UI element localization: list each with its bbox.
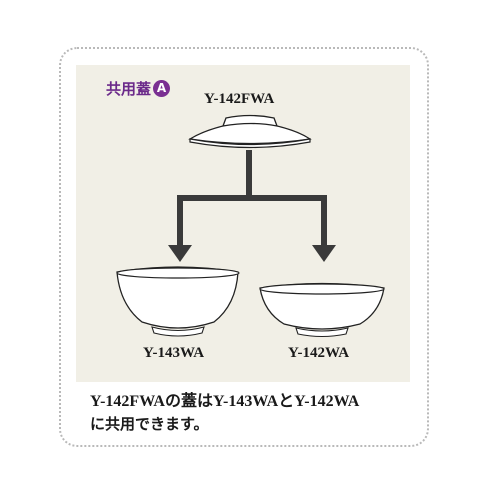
shared-lid-badge: 共用蓋 A [106,78,171,99]
outer-dotted-frame [59,47,429,447]
branch-arrows [168,150,336,262]
caption-line-1: Y-142FWAの蓋はY-143WAとY-142WA [90,393,360,410]
bowl-deep-code-label: Y-143WA [143,345,205,361]
bowl-shallow-illustration [259,282,385,338]
shared-lid-label: 共用蓋 [106,80,152,98]
bowl-shallow-code-label: Y-142WA [288,345,350,361]
badge-letter-icon: A [153,80,171,97]
bowl-deep-illustration [116,266,240,337]
arrow-head-left [168,245,192,262]
compatibility-caption: Y-142FWAの蓋はY-143WAとY-142WA に共用できます。 [90,391,420,435]
lid-illustration [188,114,312,149]
lid-code-label: Y-142FWA [204,91,275,107]
arrow-head-right [312,245,336,262]
caption-line-2: に共用できます。 [90,415,209,433]
